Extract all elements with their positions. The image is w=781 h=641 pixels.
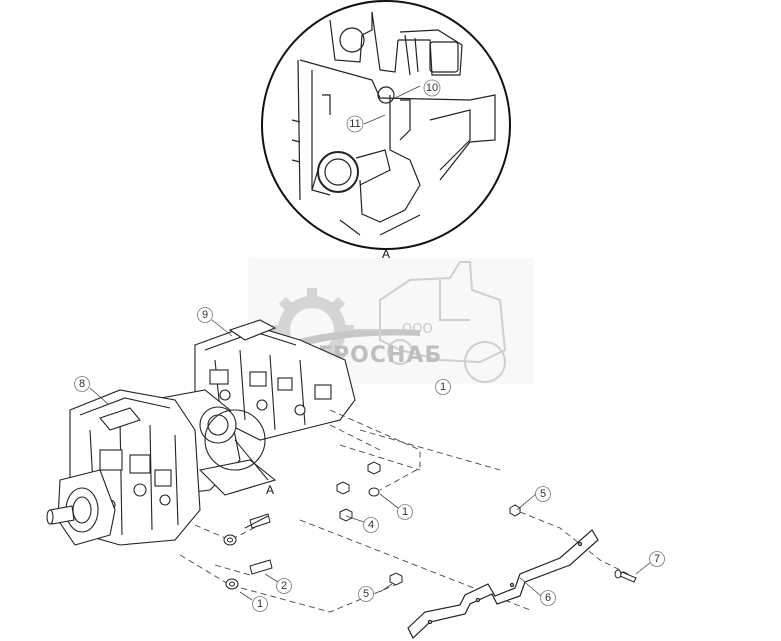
assembly-guide-lines xyxy=(179,409,631,613)
pump-assembly xyxy=(46,319,356,546)
callouts-main: 9 8 1 1 1 2 4 5 5 6 7 xyxy=(74,307,665,612)
callout-9: 9 xyxy=(202,309,208,321)
detail-label-main: A xyxy=(266,483,274,497)
bracket-plate xyxy=(407,529,599,639)
callout-7: 7 xyxy=(654,553,660,565)
detail-label-top: A xyxy=(382,247,390,261)
callout-6: 6 xyxy=(545,592,551,604)
callout-1-top: 1 xyxy=(440,381,446,393)
callout-5-right: 5 xyxy=(540,488,546,500)
hardware xyxy=(223,461,637,590)
detail-view-a: 10 11 A xyxy=(261,0,511,261)
callout-2: 2 xyxy=(281,580,287,592)
leader-lines xyxy=(89,319,652,601)
watermark-prefix: ООО xyxy=(402,322,433,337)
callout-1-bottom: 1 xyxy=(257,598,263,610)
callout-8: 8 xyxy=(79,378,85,390)
callout-5-left: 5 xyxy=(363,588,369,600)
callout-1-right: 1 xyxy=(402,506,408,518)
callout-10: 10 xyxy=(426,82,438,94)
callout-4: 4 xyxy=(368,519,374,531)
callout-11: 11 xyxy=(349,118,360,130)
